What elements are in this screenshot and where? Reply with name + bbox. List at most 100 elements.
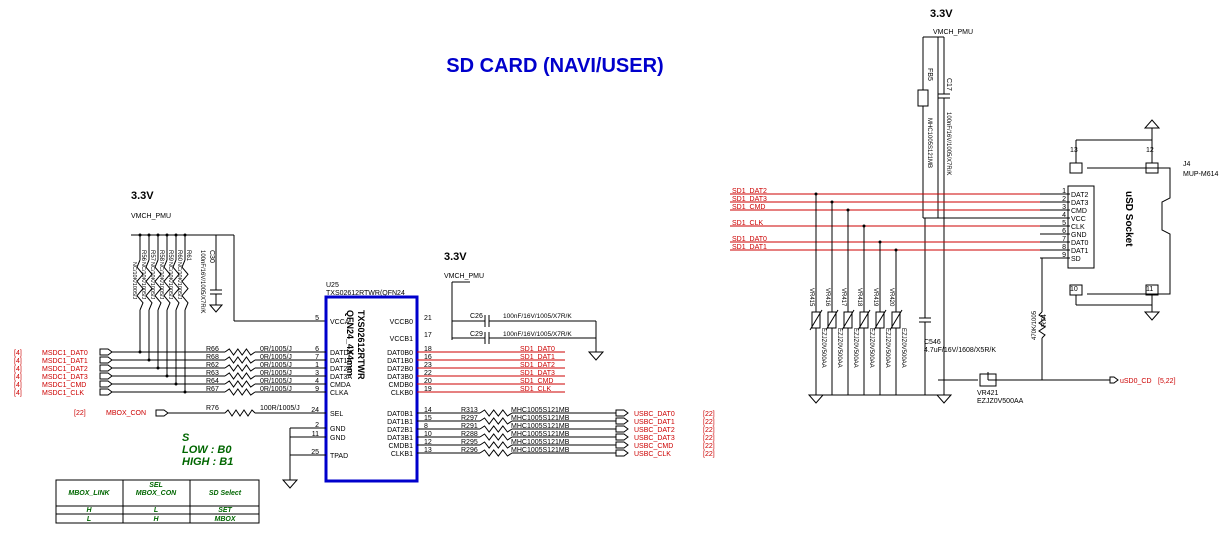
u25-pin-name: DAT3B1: [387, 435, 413, 442]
usbc-tag: [22]: [703, 451, 715, 458]
ferrite-bead: [479, 433, 513, 441]
table-cell: L: [87, 516, 91, 523]
varistor-value: EZJZ0V500AA: [868, 328, 874, 368]
table-header-sel-line1: SEL: [149, 482, 163, 489]
varistor-slash: [825, 309, 839, 331]
junction-dot: [846, 208, 850, 212]
sd1-net: SD1_CMD: [520, 378, 553, 385]
schematic-title: SD CARD (NAVI/USER): [446, 55, 663, 77]
r76-ref: R76: [206, 405, 219, 412]
table-cell: MBOX: [215, 516, 237, 523]
pullup-resistor: [136, 259, 144, 311]
c17-value: 100nF/16V/1005/X7R/K: [945, 112, 951, 175]
u25-pin-number: 12: [424, 439, 432, 446]
sd-socket-net: SD1_DAT3: [732, 196, 767, 203]
u25-pin-name: VCCB1: [390, 336, 413, 343]
usbc-tag: [22]: [703, 427, 715, 434]
u25-pin-name: CLKA: [330, 390, 349, 397]
bead-ref: R297: [461, 415, 478, 422]
series-resistor-ref: R63: [206, 370, 219, 377]
u25-pin-name: CMDB1: [388, 443, 413, 450]
table-cell: H: [86, 507, 92, 514]
u25-pin-number: 1: [315, 362, 319, 369]
series-resistor-ref: R67: [206, 386, 219, 393]
sd-select-table: MBOX_LINK SEL MBOX_CON SD Select H L SET…: [55, 479, 260, 524]
u25-pin-name: DAT2B0: [387, 366, 413, 373]
c30-value: 100nF/16V/1005/X7R/K: [199, 250, 205, 313]
junction-dot: [183, 233, 187, 237]
c26-value: 100nF/16V/1005/X7R/K: [503, 313, 572, 320]
c29-value: 100nF/16V/1005/X7R/K: [503, 331, 572, 338]
varistor-slash: [809, 309, 823, 331]
pullup-value: NC/10K/1005/J: [176, 262, 182, 300]
mbox-tag: [22]: [74, 410, 86, 417]
j4-pin-name: CLK: [1071, 224, 1085, 231]
u25-pin-number: 4: [315, 378, 319, 385]
j4-pin-name: GND: [1071, 232, 1087, 239]
series-resistor: [224, 348, 256, 356]
pullup-resistor: [181, 259, 189, 311]
u25-pin-name: DAT1B0: [387, 358, 413, 365]
rail-label: VMCH_PMU: [131, 213, 171, 220]
u25-pin-number: 5: [315, 315, 319, 322]
fb5-value: MHC1005S121MB: [926, 118, 932, 168]
u25-pin-number: 2: [315, 422, 319, 429]
varistor-ref: VR417: [840, 288, 846, 307]
series-resistor-value: 0R/1005/J: [260, 354, 292, 361]
u25-pin-number: 25: [311, 449, 319, 456]
sd-socket-net: SD1_CLK: [732, 220, 763, 227]
u25-pin-name: DAT1A: [330, 358, 352, 365]
u25-pin-number: 17: [424, 332, 432, 339]
msdc-tag: [4]: [14, 366, 22, 373]
u25-pin-name: GND: [330, 435, 346, 442]
junction-dot: [894, 248, 898, 252]
u25-pin-number: 8: [424, 423, 428, 430]
mount-pin: 12: [1146, 147, 1154, 154]
varistor-ref: VR415: [808, 288, 814, 307]
msdc-net: MSDC1_CLK: [42, 390, 84, 397]
pullup-ref: R60: [176, 250, 182, 262]
j4-pin-number: 2: [1062, 196, 1066, 203]
power-label: 3.3V: [131, 190, 154, 202]
msdc-tag: [4]: [14, 382, 22, 389]
junction-dot: [878, 240, 882, 244]
pullup-resistor: [145, 259, 153, 311]
bead-ref: R313: [461, 407, 478, 414]
net-flag: [99, 380, 113, 388]
junction-dot: [174, 233, 178, 237]
rail-label-right: VMCH_PMU: [933, 29, 973, 36]
pullup-ref: R56: [140, 250, 146, 262]
mount-pin: 10: [1070, 286, 1078, 293]
u25-pin-name: DAT2A: [330, 366, 352, 373]
u25-pin-number: 24: [311, 407, 319, 414]
j4-pin-number: 9: [1062, 252, 1066, 259]
u25-body-line2: QFN24_4X4mm: [345, 310, 355, 376]
net-flag: [99, 356, 113, 364]
pullup-resistor: [172, 259, 180, 311]
sel-note: S LOW : B0 HIGH : B1: [182, 432, 233, 468]
series-resistor-ref: R64: [206, 378, 219, 385]
pullup-ref: R59: [167, 250, 173, 262]
msdc-net: MSDC1_DAT0: [42, 350, 88, 357]
msdc-net: MSDC1_DAT2: [42, 366, 88, 373]
j4-pin-name: DAT2: [1071, 192, 1088, 199]
mbox-net: MBOX_CON: [106, 410, 146, 417]
u25-pin-number: 18: [424, 346, 432, 353]
j4-pin-name: DAT0: [1071, 240, 1088, 247]
net-flag: [615, 433, 629, 441]
usbc-net: USBC_CMD: [634, 443, 673, 450]
u25-pin-name: DAT2B1: [387, 427, 413, 434]
varistor-value: EZJZ0V500AA: [820, 328, 826, 368]
pullup-resistor: [163, 259, 171, 311]
series-resistor-value: 0R/1005/J: [260, 386, 292, 393]
sd-socket-net: SD1_DAT2: [732, 188, 767, 195]
u25-pin-number: 11: [312, 431, 319, 438]
mount-pin: 13: [1070, 147, 1078, 154]
u25-pin-number: 23: [424, 362, 432, 369]
cd-net: uSD0_CD: [1120, 378, 1152, 385]
j4-pin-number: 5: [1062, 220, 1066, 227]
series-resistor: [224, 356, 256, 364]
u25-pin-number: 22: [424, 370, 432, 377]
table-header-sd-select: SD Select: [209, 490, 242, 497]
net-flag: [99, 364, 113, 372]
